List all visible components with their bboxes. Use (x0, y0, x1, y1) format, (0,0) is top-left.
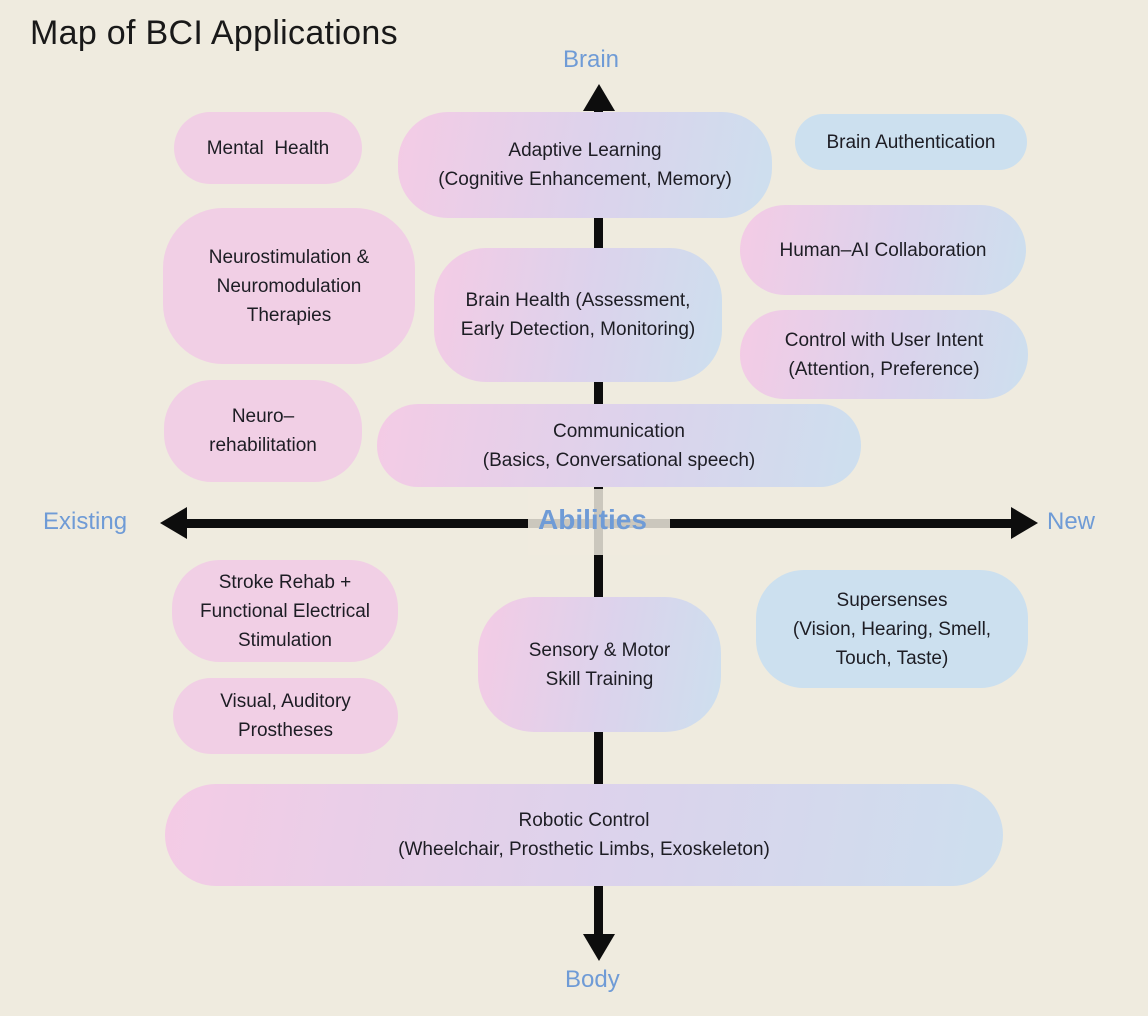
bubble-brain-authentication: Brain Authentication (795, 114, 1027, 170)
page-title: Map of BCI Applications (30, 14, 398, 52)
bubble-brain-health: Brain Health (Assessment, Early Detectio… (434, 248, 722, 382)
bubble-mental-health: Mental Health (174, 112, 362, 184)
arrow-up-icon (583, 84, 615, 111)
bubble-adaptive-learning: Adaptive Learning (Cognitive Enhancement… (398, 112, 772, 218)
axis-label-brain: Brain (563, 46, 620, 73)
arrow-right-icon (1011, 507, 1038, 539)
bubble-visual-auditory-prostheses: Visual, Auditory Prostheses (173, 678, 398, 754)
bubble-stroke-rehab: Stroke Rehab + Functional Electrical Sti… (172, 560, 398, 662)
bubble-neurostimulation-therapies: Neurostimulation & Neuromodulation Thera… (163, 208, 415, 364)
arrow-left-icon (160, 507, 187, 539)
axis-label-abilities: Abilities (538, 504, 647, 535)
arrow-down-icon (583, 934, 615, 961)
bubble-robotic-control: Robotic Control (Wheelchair, Prosthetic … (165, 784, 1003, 886)
bubble-sensory-motor-skill-training: Sensory & Motor Skill Training (478, 597, 721, 732)
bubble-control-with-user-intent: Control with User Intent (Attention, Pre… (740, 310, 1028, 399)
axis-label-body: Body (565, 966, 620, 993)
axis-label-existing: Existing (43, 508, 128, 535)
bubble-communication: Communication (Basics, Conversational sp… (377, 404, 861, 487)
bubble-supersenses: Supersenses (Vision, Hearing, Smell, Tou… (756, 570, 1028, 688)
bubble-neuro-rehabilitation: Neuro– rehabilitation (164, 380, 362, 482)
abilities-label-backdrop (528, 489, 670, 555)
axis-label-new: New (1047, 508, 1096, 535)
bubble-human-ai-collaboration: Human–AI Collaboration (740, 205, 1026, 295)
